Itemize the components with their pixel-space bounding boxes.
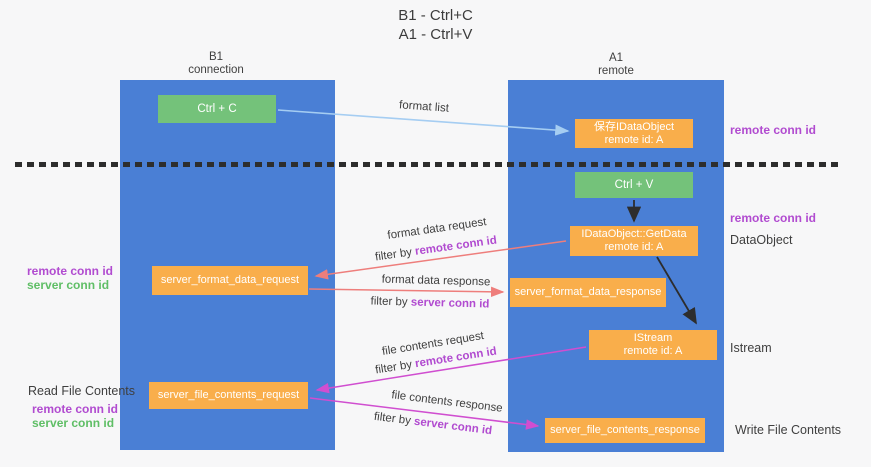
left-remote-conn-id-top: remote conn id	[27, 264, 114, 278]
ctrl-v-box: Ctrl + V	[575, 172, 693, 198]
left-remote-conn-id-bottom: remote conn id	[32, 402, 119, 416]
lane-b1-name: B1	[208, 51, 224, 63]
istream-box: IStream remote id: A	[589, 330, 717, 360]
diagram-title: B1 - Ctrl+C A1 - Ctrl+V	[0, 6, 871, 44]
remote-conn-id-key: remote conn id	[414, 234, 498, 258]
read-file-contents-annotation: Read File Contents	[28, 384, 136, 398]
filter-by-text: filter by	[374, 245, 416, 264]
format-data-response-label: format data response	[381, 273, 491, 289]
write-file-contents-annotation: Write File Contents	[735, 423, 842, 437]
istream-line2: remote id: A	[623, 345, 683, 357]
lane-header-a1: A1 remote	[508, 52, 724, 78]
istream-annotation: Istream	[730, 341, 772, 355]
server-file-contents-request-box: server_file_contents_request	[149, 382, 308, 409]
lane-header-b1: B1 connection	[120, 51, 312, 77]
ctrl-c-box: Ctrl + C	[158, 95, 276, 123]
diagram-title-line2: A1 - Ctrl+V	[398, 26, 473, 43]
left-server-conn-id-top: server conn id	[27, 278, 110, 292]
diagram-title-line1: B1 - Ctrl+C	[398, 7, 473, 24]
server-format-data-request-label: server_format_data_request	[160, 274, 300, 286]
format-data-response-filter-label: filter by server conn id	[370, 295, 489, 310]
server-file-contents-response-box: server_file_contents_response	[545, 418, 705, 443]
filter-by-text: filter by	[374, 358, 417, 377]
remote-conn-id-annotation-mid: remote conn id	[730, 211, 817, 225]
server-conn-id-key: server conn id	[410, 296, 490, 311]
arrow-format-data-response	[308, 286, 505, 298]
file-contents-response-filter-label: filter by server conn id	[373, 411, 492, 437]
server-format-data-request-box: server_format_data_request	[152, 266, 308, 295]
left-server-conn-id-bottom: server conn id	[32, 416, 115, 430]
save-dataobject-line1: 保存IDataObject	[593, 120, 675, 133]
filter-by-text: filter by	[370, 295, 411, 309]
server-format-data-response-label: server_format_data_response	[514, 286, 662, 298]
ctrl-v-label: Ctrl + V	[614, 178, 654, 191]
save-dataobject-line2: remote id: A	[604, 133, 664, 146]
server-file-contents-response-label: server_file_contents_response	[550, 424, 700, 436]
istream-line1: IStream	[633, 332, 673, 344]
server-file-contents-request-label: server_file_contents_request	[157, 389, 300, 401]
server-format-data-response-box: server_format_data_response	[510, 278, 666, 307]
file-contents-response-label: file contents response	[390, 389, 504, 415]
lane-a1-name: A1	[608, 52, 624, 64]
getdata-box: IDataObject::GetData remote id: A	[570, 226, 698, 256]
save-dataobject-box: 保存IDataObject remote id: A	[575, 119, 693, 148]
dataobject-annotation: DataObject	[730, 233, 793, 247]
server-conn-id-key: server conn id	[413, 415, 493, 438]
dashed-separator	[15, 162, 843, 167]
filter-by-text: filter by	[373, 410, 415, 428]
getdata-line1: IDataObject::GetData	[581, 228, 687, 240]
lane-b1-subtitle: connection	[188, 64, 244, 76]
getdata-line2: remote id: A	[604, 241, 664, 253]
remote-conn-id-annotation-top: remote conn id	[730, 123, 817, 137]
format-list-label: format list	[398, 99, 450, 115]
ctrl-c-label: Ctrl + C	[197, 102, 237, 115]
lane-a1-subtitle: remote	[598, 65, 634, 77]
